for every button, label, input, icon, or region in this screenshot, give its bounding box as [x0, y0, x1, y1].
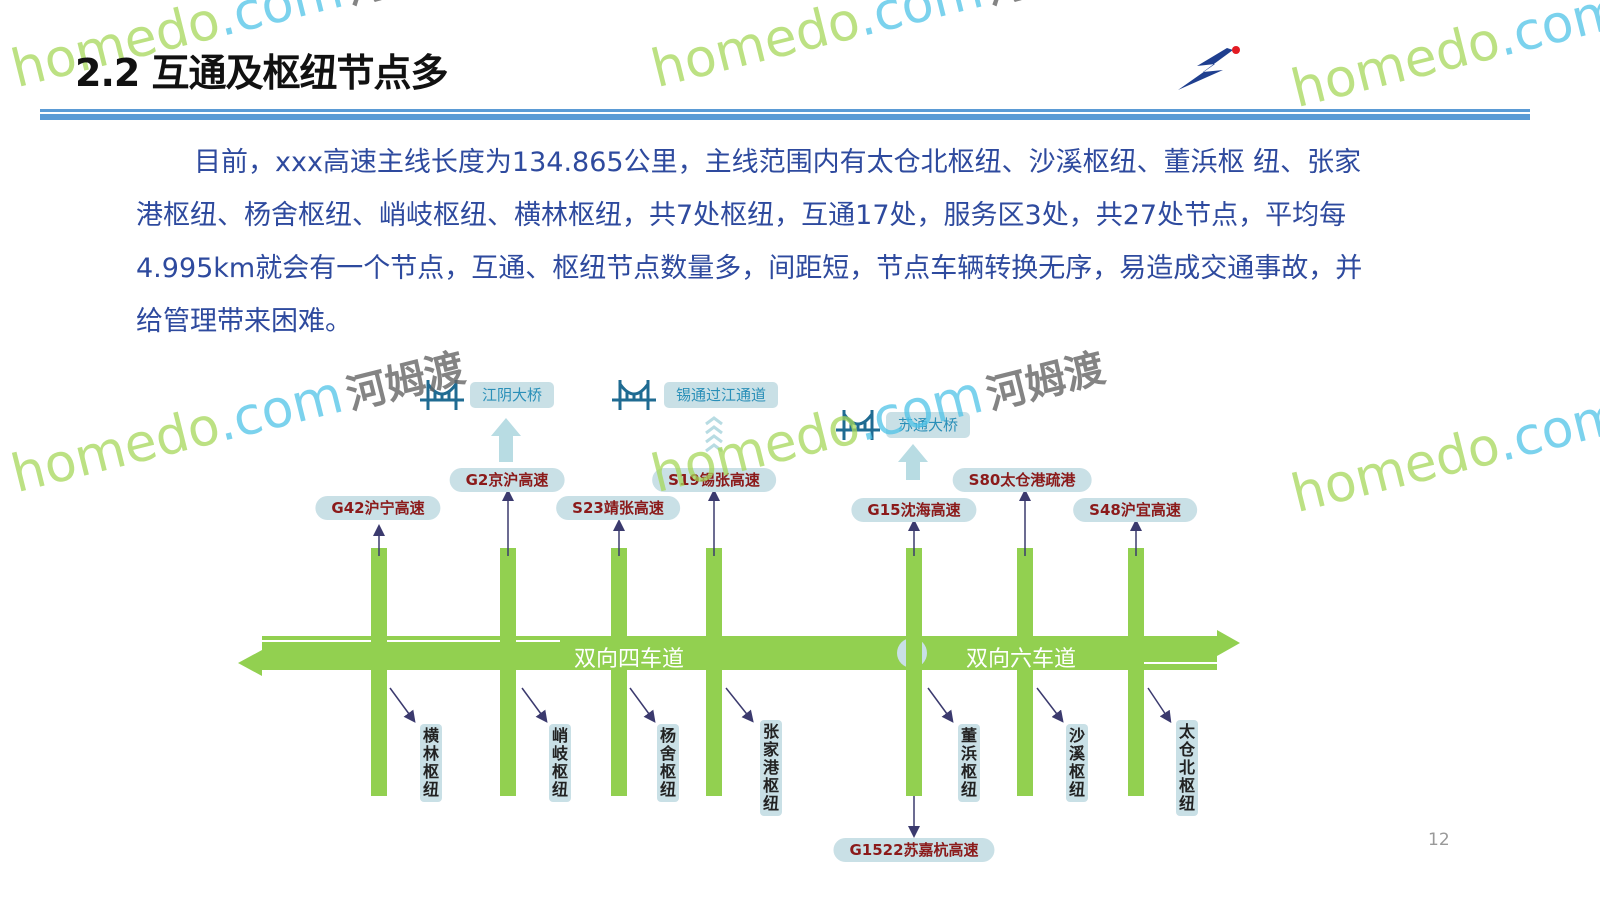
highway-label: S80太仓港疏港 [952, 468, 1092, 492]
highway-label: G15沈海高速 [851, 498, 977, 522]
highway-label-bottom: G1522苏嘉杭高速 [833, 838, 995, 862]
bridge-label-jiangyin: 江阴大桥 [470, 382, 555, 408]
lane-label-four: 双向四车道 [574, 647, 685, 672]
highway-label: S19锡张高速 [652, 468, 776, 492]
bridge-label-sutong: 苏通大桥 [886, 412, 971, 438]
arrows [373, 489, 1172, 838]
bridge-label-xitong: 锡通过江通道 [664, 382, 779, 408]
header-rule [40, 109, 1530, 112]
highway-label: S48沪宜高速 [1073, 498, 1197, 522]
bridge-icon [836, 410, 880, 440]
bridge-icon [420, 380, 464, 410]
lane-label-six: 双向六车道 [966, 647, 1077, 672]
hub-label: 张家港枢纽 [760, 720, 782, 816]
hub-label: 杨舍枢纽 [657, 724, 679, 802]
interchange-stubs [371, 548, 1144, 796]
hub-label: 董浜枢纽 [958, 724, 980, 802]
highway-label: G2京沪高速 [449, 468, 565, 492]
hub-label: 峭岐枢纽 [549, 724, 571, 802]
logo-icon [1178, 46, 1240, 90]
body-paragraph: 目前，xxx高速主线长度为134.865公里，主线范围内有太仓北枢纽、沙溪枢纽、… [136, 147, 1363, 337]
slide-title: 2.2 互通及枢纽节点多 [75, 51, 449, 95]
page-number: 12 [1428, 830, 1450, 850]
highway-label: S23靖张高速 [556, 496, 680, 520]
header-rule-thick [40, 114, 1530, 120]
hub-label: 沙溪枢纽 [1066, 724, 1088, 802]
highway-label: G42沪宁高速 [315, 496, 441, 520]
hub-label: 横林枢纽 [420, 724, 442, 802]
bridge-icon [612, 380, 656, 410]
hub-label: 太仓北枢纽 [1176, 720, 1198, 816]
